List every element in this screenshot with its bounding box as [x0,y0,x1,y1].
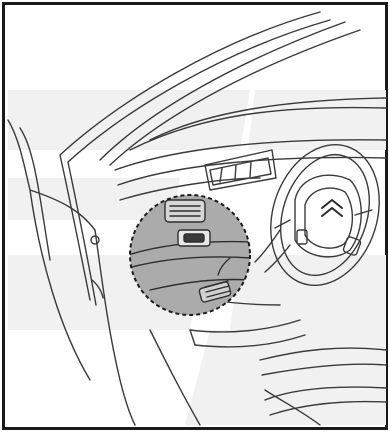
obd-port-icon [178,230,210,246]
